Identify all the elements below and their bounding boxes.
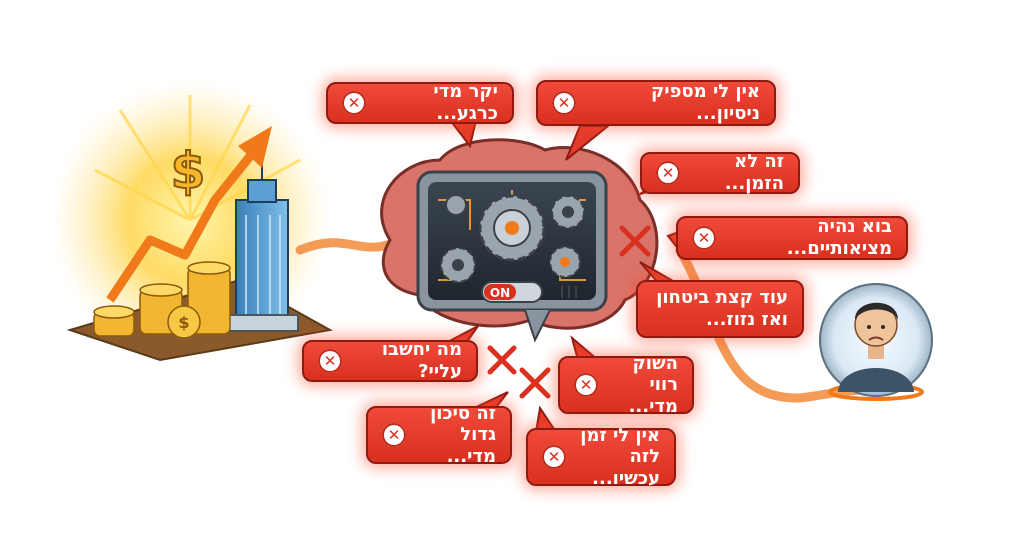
coin-dollar-icon: $ <box>178 313 189 332</box>
red-x-icon <box>487 345 517 375</box>
objection-bubble-market-saturated: השוק רווי מדי... ✕ <box>558 353 694 417</box>
vent-lines <box>561 286 577 298</box>
skyscraper <box>225 158 299 332</box>
on-switch: ON <box>481 281 543 303</box>
objection-text: בוא נהיה מציאותיים... <box>786 216 892 259</box>
objection-bubble-too-risky: זה סיכון גדול מדי... ✕ <box>366 403 512 467</box>
objection-bubble-be-realistic: בוא נהיה מציאותיים... ✕ <box>676 216 908 260</box>
objection-bubble-more-confidence: עוד קצת ביטחון ואז נזוז... <box>636 280 804 338</box>
objection-text: עוד קצת ביטחון ואז נזוז... <box>656 287 788 330</box>
objection-text: השוק רווי מדי... <box>628 352 678 417</box>
gear-large-icon <box>478 194 546 262</box>
objection-bubble-no-time-now: אין לי זמן לזה עכשיו... ✕ <box>526 425 676 489</box>
close-circle-icon: ✕ <box>552 91 576 115</box>
objection-text: אין לי מספיק ניסיון... <box>651 81 760 124</box>
brain-machine: ON <box>380 138 659 343</box>
objection-text: אין לי זמן לזה עכשיו... <box>580 424 660 489</box>
gear-small-icon <box>440 194 585 283</box>
close-circle-icon: ✕ <box>692 226 716 250</box>
objection-text: יקר מדי כרגע... <box>433 81 498 124</box>
dollar-sign-icon: $ <box>171 142 206 200</box>
objection-bubble-not-the-time: זה לא הזמן... ✕ <box>640 151 800 194</box>
sun-rays <box>94 95 301 222</box>
close-circle-icon: ✕ <box>382 423 406 447</box>
coin-stacks <box>93 261 231 339</box>
objection-bubble-expensive: יקר מדי כרגע... ✕ <box>326 81 514 124</box>
growth-arrow-head <box>238 126 272 168</box>
red-x-icon <box>619 225 651 257</box>
objection-bubble-no-experience: אין לי מספיק ניסיון... ✕ <box>536 80 776 126</box>
close-circle-icon: ✕ <box>574 373 598 397</box>
objection-text: זה לא הזמן... <box>724 151 784 194</box>
panel-stand <box>524 309 551 343</box>
switch-label: ON <box>490 286 510 300</box>
objection-bubble-what-will-they-think: מה יחשבו עליי? ✕ <box>302 339 478 382</box>
growth-arrow-icon <box>106 147 259 303</box>
red-x-icon <box>519 367 551 399</box>
objection-text: זה סיכון גדול מדי... <box>430 402 496 467</box>
close-circle-icon: ✕ <box>542 445 566 469</box>
tail-no-experience <box>565 125 611 161</box>
objection-text: מה יחשבו עליי? <box>381 339 462 382</box>
close-circle-icon: ✕ <box>656 161 680 185</box>
close-circle-icon: ✕ <box>318 349 342 373</box>
close-circle-icon: ✕ <box>342 91 366 115</box>
worried-person-icon <box>819 283 933 401</box>
wealth-scene: $ $ <box>50 80 333 362</box>
